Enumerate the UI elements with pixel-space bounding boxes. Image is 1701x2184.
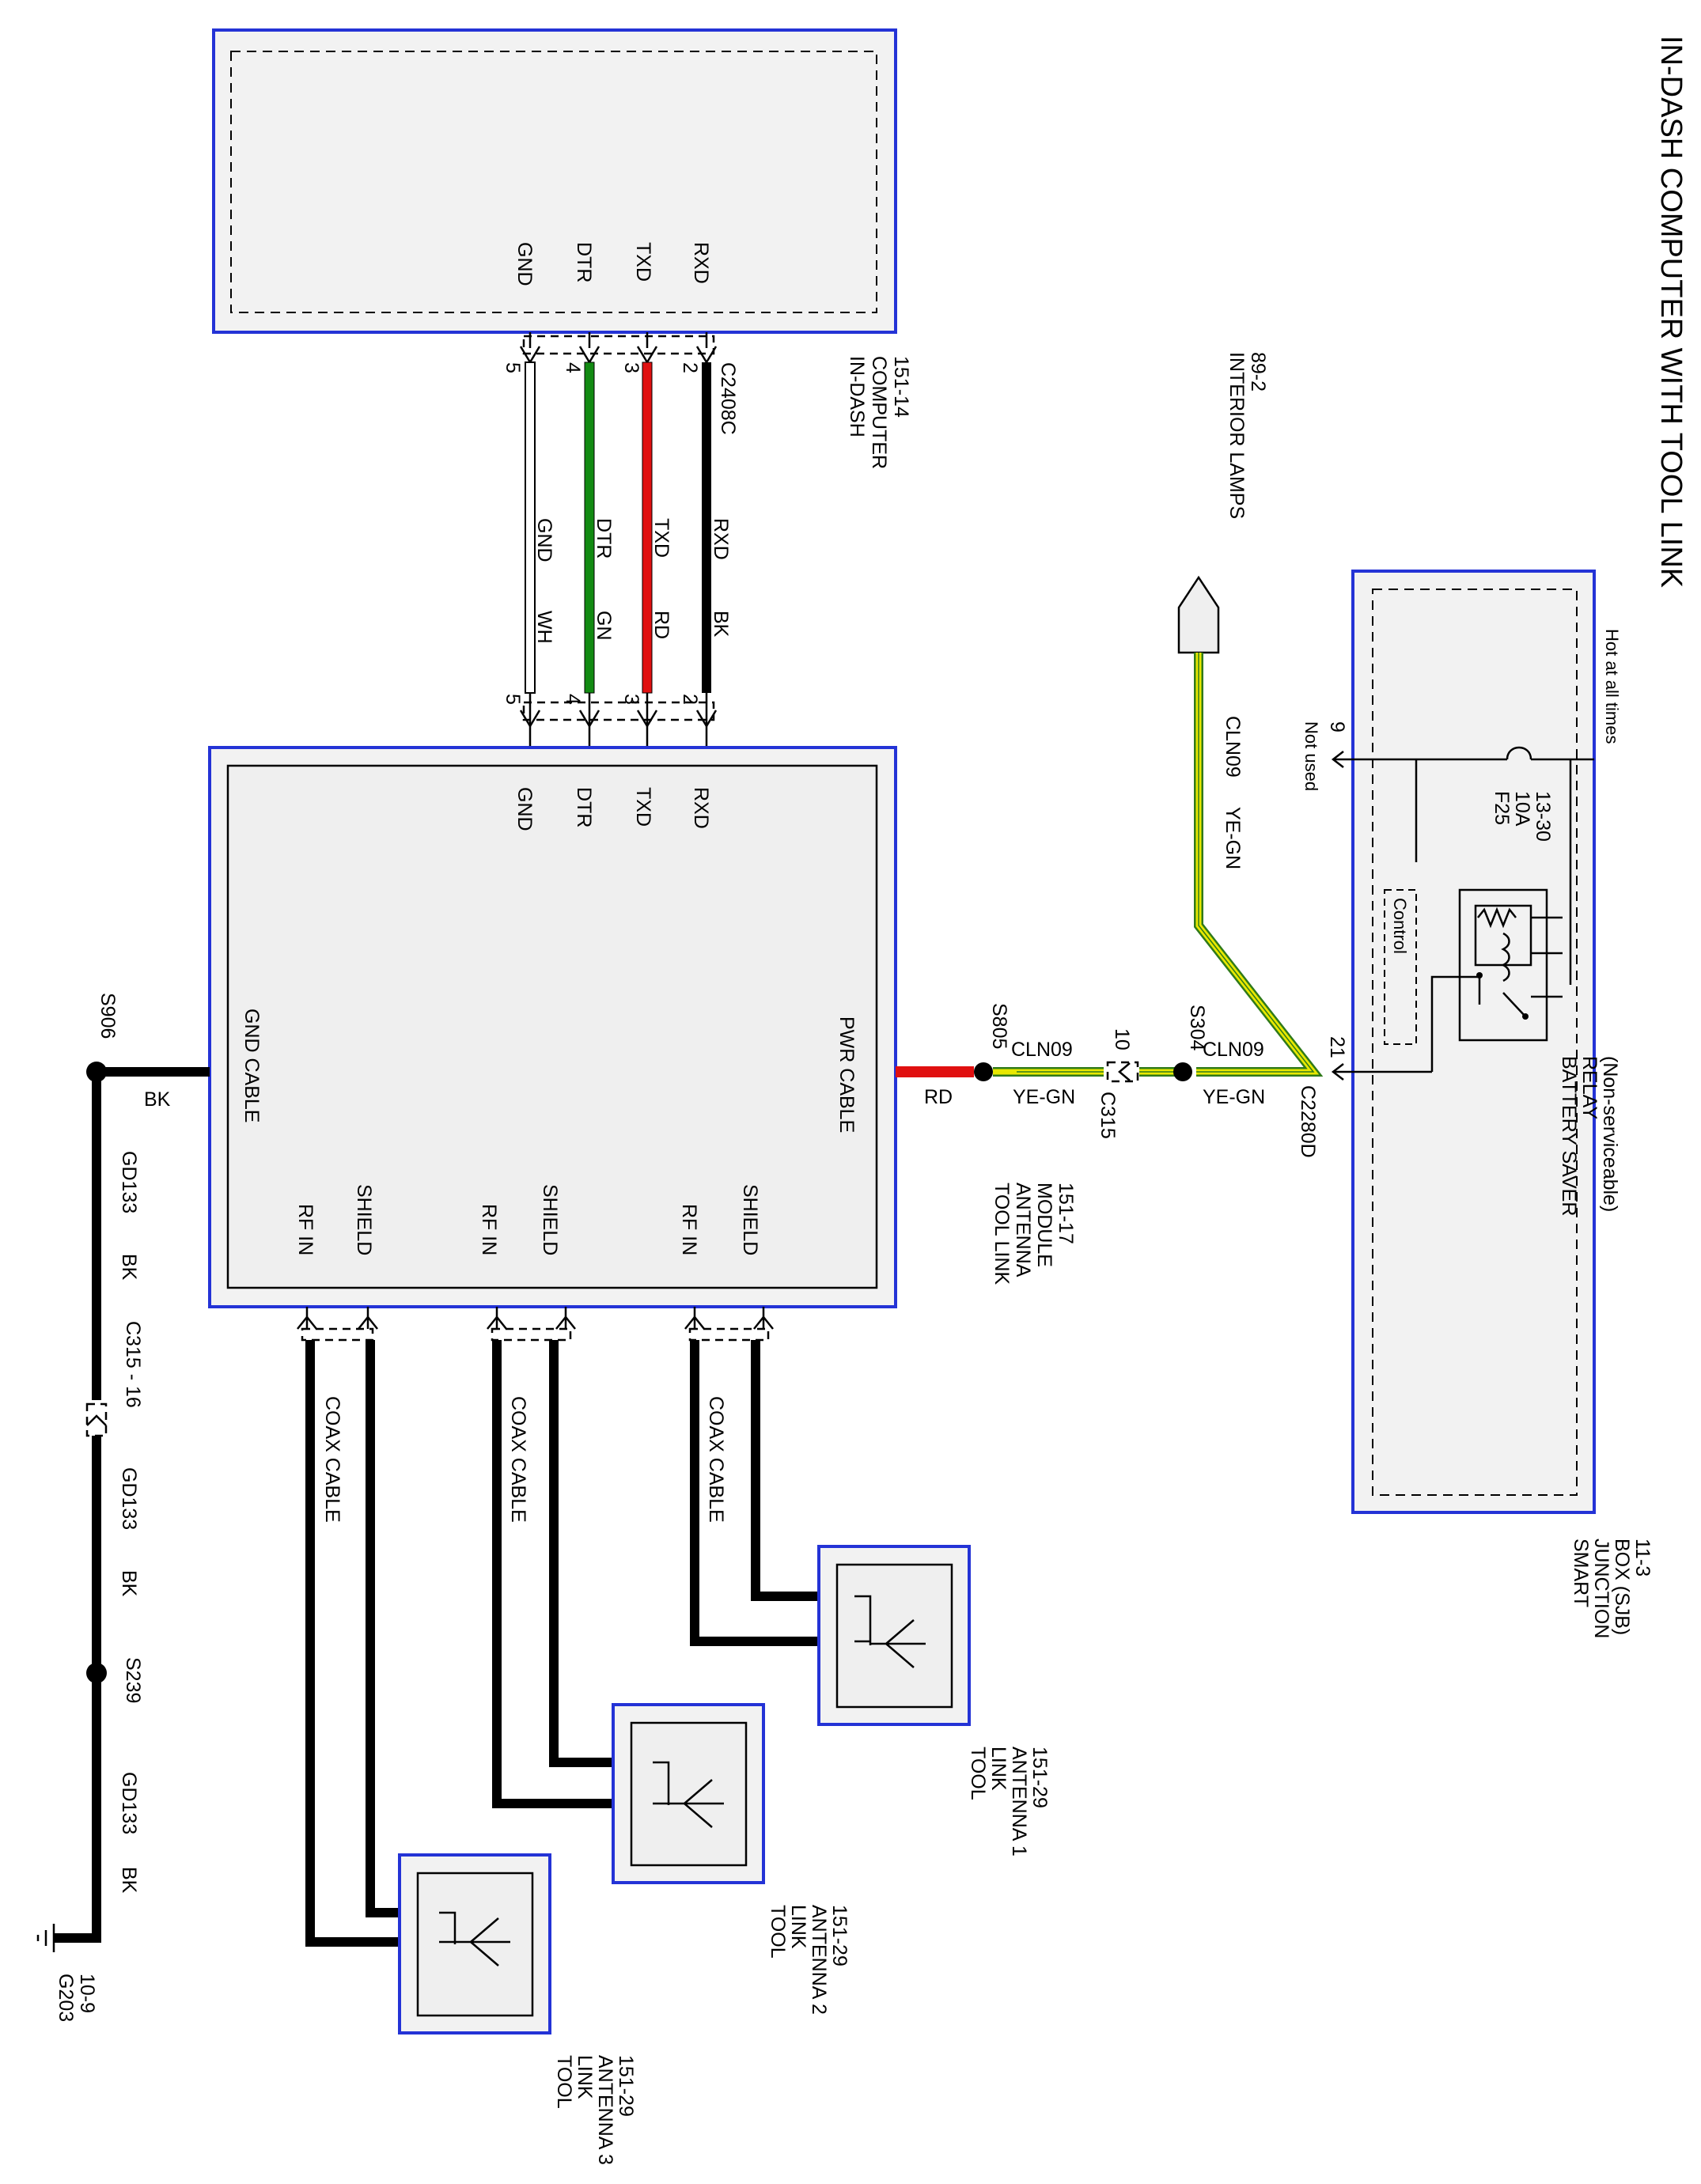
- tool-link-antenna-3: TOOL LINK ANTENNA 3 151-29: [398, 1853, 637, 2171]
- c2408c-pin-5-bottom: 5: [502, 694, 524, 705]
- wire-rd-pwr: RD: [924, 1086, 953, 1108]
- splice-s304: [1173, 1062, 1192, 1081]
- wire-gd133-1: GD133: [118, 1151, 140, 1213]
- data-harness: 5 4 3 2 C2408C GND WH DTR GN TXD RD RXD …: [502, 332, 739, 759]
- computer-pin-gnd: GND: [513, 242, 536, 286]
- wire-cln09-right: CLN09: [1203, 1039, 1264, 1061]
- wire-label-wh: WH: [533, 611, 555, 644]
- wire-label-txd: TXD: [650, 518, 672, 558]
- coax-cable-2: COAX CABLE: [507, 1396, 529, 1523]
- computer-pin-rxd: RXD: [690, 242, 712, 284]
- wire-bk-gnd-cable: BK: [144, 1088, 171, 1111]
- interior-lamps: INTERIOR LAMPS 89-2: [1177, 352, 1269, 654]
- computer-pin-dtr: DTR: [573, 242, 595, 282]
- module-pin-txd: TXD: [632, 787, 654, 827]
- control-module: [1384, 889, 1417, 1045]
- connector-c2280d: C2280D: [1297, 1085, 1319, 1158]
- c2408c-pin-3-bottom: 3: [620, 694, 642, 705]
- sjb-name: SMART JUNCTION BOX (SJB) 11-3: [1570, 1539, 1654, 1644]
- wire-ye-gn-upper: YE-GN: [1222, 807, 1244, 869]
- antenna-2-label: TOOL LINK ANTENNA 2 151-29: [767, 1905, 850, 2020]
- wire-gd133-2: GD133: [118, 1467, 140, 1530]
- c2408c-pin-2-top: 2: [679, 362, 701, 373]
- coax-cable-1: COAX CABLE: [705, 1396, 727, 1523]
- connector-c2408c: C2408C: [717, 362, 739, 435]
- module-pin-rxd: RXD: [690, 787, 712, 829]
- sjb-pin-21: 21: [1326, 1036, 1348, 1058]
- module-name: TOOL LINK ANTENNA MODULE 151-17: [991, 1183, 1077, 1290]
- coax-harness: COAX CABLE COAX CABLE COAX CABLE: [297, 1307, 854, 1947]
- in-dash-computer: GND DTR TXD RXD IN-DASH COMPUTER 151-14: [212, 28, 912, 475]
- wire-cln09-upper: CLN09: [1222, 716, 1244, 778]
- wire-label-bk: BK: [710, 611, 732, 638]
- ground-circuit: BK S906 GD133 BK C315 - 16 GD133 BK S239…: [36, 993, 210, 2027]
- c2408c-pin-4-bottom: 4: [562, 694, 584, 705]
- computer-pin-txd: TXD: [632, 242, 654, 282]
- c315-pin-10: 10: [1111, 1028, 1133, 1050]
- cln09-circuit: CLN09 YE-GN S304 CLN09 YE-GN 10 C315 CLN…: [896, 653, 1324, 1139]
- not-used-label: Not used: [1301, 721, 1321, 791]
- wire-label-rxd: RXD: [710, 518, 732, 560]
- interior-lamps-connector: [1177, 575, 1220, 654]
- module-pin-rfin-1: RF IN: [678, 1204, 700, 1255]
- smart-junction-box: Control Hot at all times F25 10A 13-30 B…: [1297, 570, 1654, 1644]
- tool-link-antenna-2: TOOL LINK ANTENNA 2 151-29: [612, 1703, 850, 2020]
- module-pin-rfin-3: RF IN: [294, 1204, 316, 1255]
- interior-lamps-label: INTERIOR LAMPS 89-2: [1226, 352, 1269, 524]
- antenna-3-label: TOOL LINK ANTENNA 3 151-29: [553, 2055, 637, 2171]
- computer-name: IN-DASH COMPUTER 151-14: [846, 356, 912, 475]
- module-pwr-cable: PWR CABLE: [835, 1016, 858, 1133]
- hot-at-all-times: Hot at all times: [1602, 629, 1622, 744]
- module-pin-shield-2: SHIELD: [539, 1184, 561, 1255]
- module-pin-rfin-2: RF IN: [478, 1204, 500, 1255]
- wire-gd133-3: GD133: [118, 1772, 140, 1834]
- tool-link-antenna-1: TOOL LINK ANTENNA 1 151-29: [817, 1545, 1051, 1862]
- control-label: Control: [1390, 898, 1410, 954]
- splice-s239-label: S239: [122, 1657, 144, 1703]
- wire-label-gn: GN: [593, 611, 615, 641]
- c2408c-pin-3-top: 3: [620, 362, 642, 373]
- coax-cable-3: COAX CABLE: [321, 1396, 343, 1523]
- splice-s805: [974, 1062, 993, 1081]
- c2408c-pin-2-bottom: 2: [679, 694, 701, 705]
- module-pin-dtr: DTR: [573, 787, 595, 827]
- wire-rxd-black: [702, 362, 711, 693]
- antenna-1-label: TOOL LINK ANTENNA 1 151-29: [967, 1747, 1051, 1862]
- module-pin-gnd: GND: [513, 787, 536, 831]
- wire-label-gnd: GND: [533, 518, 555, 562]
- ground-g203: G203 10-9: [55, 1974, 98, 2027]
- sjb-pin-9: 9: [1326, 721, 1348, 732]
- wire-bk-1: BK: [118, 1254, 140, 1281]
- connector-c315: C315: [1097, 1092, 1119, 1139]
- connector-c315-16: C315 - 16: [122, 1321, 144, 1408]
- wire-cln09-left: CLN09: [1011, 1039, 1073, 1061]
- module-pin-shield-1: SHIELD: [739, 1184, 761, 1255]
- wire-label-rd: RD: [650, 611, 672, 639]
- wire-ye-gn-right: YE-GN: [1203, 1086, 1265, 1108]
- tool-link-antenna-module: GND DTR TXD RXD PWR CABLE GND CABLE SHIE…: [208, 746, 1077, 1308]
- battery-saver-relay: [1458, 888, 1548, 1042]
- splice-s304-label: S304: [1186, 1005, 1208, 1050]
- splice-s805-label: S805: [988, 1003, 1010, 1049]
- wire-bk-3: BK: [118, 1867, 140, 1894]
- c2408c-pin-5-top: 5: [502, 362, 524, 373]
- module-gnd-cable: GND CABLE: [241, 1009, 263, 1122]
- wire-label-dtr: DTR: [593, 518, 615, 558]
- c2408c-pin-4-top: 4: [562, 362, 584, 373]
- wire-ye-gn-left: YE-GN: [1013, 1086, 1075, 1108]
- relay-label: BATTERY SAVER RELAY (Non-serviceable): [1558, 1056, 1621, 1221]
- module-pin-shield-3: SHIELD: [353, 1184, 375, 1255]
- wire-bk-2: BK: [118, 1570, 140, 1597]
- fuse-f25: F25 10A 13-30: [1491, 791, 1554, 842]
- splice-s906-label: S906: [97, 993, 119, 1039]
- diagram-title: IN-DASH COMPUTER WITH TOOL LINK: [1654, 36, 1688, 588]
